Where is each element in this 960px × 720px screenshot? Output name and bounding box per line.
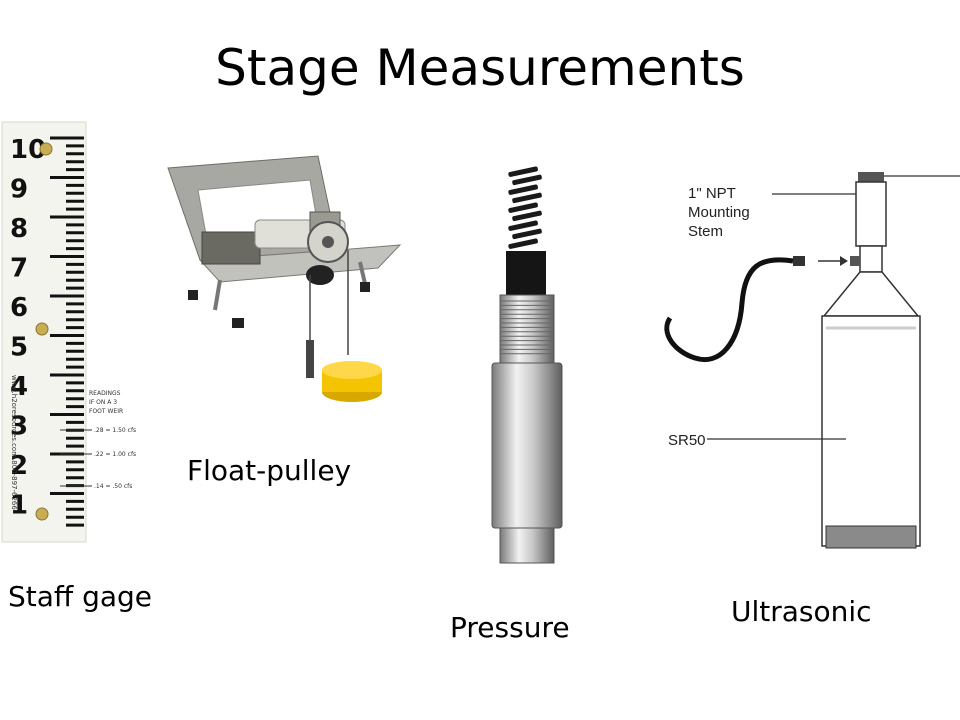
caption-ultrasonic: Ultrasonic bbox=[731, 595, 872, 628]
staff-gage-number: 5 bbox=[10, 333, 28, 363]
staff-gage-number: 2 bbox=[10, 451, 28, 481]
staff-gage-reading-2: .22 = 1.00 cfs bbox=[94, 451, 136, 458]
staff-gage-number: 6 bbox=[10, 293, 28, 323]
staff-gage-number: 7 bbox=[10, 254, 28, 284]
staff-gage-number: 1 bbox=[10, 491, 28, 521]
staff-gage-readings-header-2: IF ON A 3 bbox=[89, 399, 117, 406]
staff-gage-number: 9 bbox=[10, 175, 28, 205]
sr50-label: SR50 bbox=[668, 432, 706, 449]
staff-gage-number: 3 bbox=[10, 412, 28, 442]
slide-title: Stage Measurements bbox=[215, 39, 745, 97]
caption-staff-gage: Staff gage bbox=[8, 580, 153, 613]
mounting-stem-label-line-2: Mounting bbox=[688, 204, 750, 221]
pressure-sensor-image bbox=[491, 166, 563, 564]
caption-float-pulley: Float-pulley bbox=[187, 454, 352, 487]
staff-gage-reading-3: .14 = .50 cfs bbox=[94, 483, 132, 490]
staff-gage-reading-1: .28 = 1.50 cfs bbox=[94, 427, 136, 434]
staff-gage-side-text: www.h2oresources.com 800-897-6266 bbox=[10, 375, 18, 510]
mounting-stem-label-line-3: Stem bbox=[688, 223, 723, 240]
float-pulley-image bbox=[167, 155, 402, 402]
staff-gage-readings-header-3: FOOT WEIR bbox=[89, 408, 123, 415]
staff-gage-number: 8 bbox=[10, 214, 28, 244]
ultrasonic-diagram: 1" NPT Mounting Stem SR50 bbox=[664, 172, 960, 549]
caption-pressure: Pressure bbox=[450, 611, 570, 644]
staff-gage-readings-header-1: READINGS bbox=[89, 390, 121, 397]
staff-gage-number: 4 bbox=[10, 372, 28, 402]
mounting-stem-label-line-1: 1" NPT bbox=[688, 185, 736, 202]
